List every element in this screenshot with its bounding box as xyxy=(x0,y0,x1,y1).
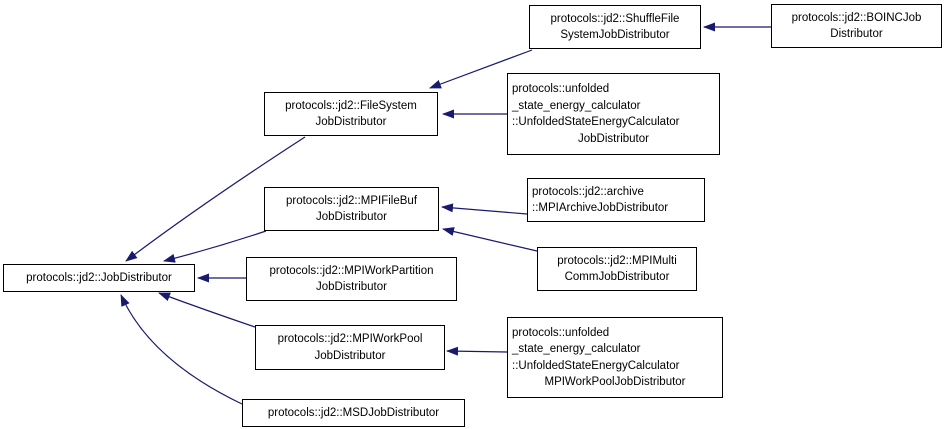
node-label-line: _state_energy_calculator xyxy=(512,343,641,355)
node-label-line: protocols::jd2::MSDJobDistributor xyxy=(267,406,440,419)
edge-mpi-file-buf-to-job-distributor xyxy=(163,230,267,263)
edge-mpi-work-pool-to-job-distributor xyxy=(158,292,256,328)
node-label-line: protocols::jd2::BOINCJob xyxy=(791,11,922,24)
node-label-line: protocols::jd2::FileSystem xyxy=(285,99,417,112)
node-unfolded-state-energy-calculator-job-distributor[interactable]: protocols::unfolded _state_energy_calcul… xyxy=(507,73,720,155)
edge-shuffle-file-system-to-file-system xyxy=(429,49,533,89)
edge-msd-to-job-distributor xyxy=(120,294,243,405)
node-label-line: ::UnfoldedStateEnergyCalculator xyxy=(512,359,680,372)
node-label-line: protocols::jd2::JobDistributor xyxy=(26,271,172,284)
node-mpi-work-pool-job-distributor[interactable]: protocols::jd2::MPIWorkPool JobDistribut… xyxy=(255,325,445,370)
node-label-line: protocols::jd2::archive xyxy=(532,185,644,198)
node-label-line: CommJobDistributor xyxy=(564,271,670,283)
node-mpi-work-partition-job-distributor[interactable]: protocols::jd2::MPIWorkPartition JobDist… xyxy=(246,257,457,301)
node-unfolded-state-energy-calculator-mpi-work-pool-job-distributor[interactable]: protocols::unfolded _state_energy_calcul… xyxy=(507,317,723,398)
node-mpi-file-buf-job-distributor[interactable]: protocols::jd2::MPIFileBuf JobDistributo… xyxy=(264,187,439,231)
node-label-line: JobDistributor xyxy=(578,132,649,145)
node-label-line: protocols::unfolded xyxy=(512,83,610,95)
node-label-line: protocols::jd2::MPIWorkPartition xyxy=(269,264,434,277)
node-label-line: JobDistributor xyxy=(316,211,387,223)
node-job-distributor[interactable]: protocols::jd2::JobDistributor xyxy=(3,264,195,292)
node-label-line: protocols::jd2::MPIWorkPool xyxy=(277,333,423,345)
node-label-line: protocols::jd2::MPIMulti xyxy=(557,254,677,267)
node-label-line: Distributor xyxy=(830,28,883,40)
node-label-line: ::UnfoldedStateEnergyCalculator xyxy=(512,116,680,128)
node-mpi-archive-job-distributor[interactable]: protocols::jd2::archive ::MPIArchiveJobD… xyxy=(527,178,705,222)
node-shuffle-file-system-job-distributor[interactable]: protocols::jd2::ShuffleFile SystemJobDis… xyxy=(529,5,701,49)
node-label-line: JobDistributor xyxy=(316,281,387,293)
edge-file-system-to-job-distributor xyxy=(125,136,306,262)
node-label-line: protocols::jd2::MPIFileBuf xyxy=(285,194,418,207)
node-label-line: ::MPIArchiveJobDistributor xyxy=(532,202,669,214)
node-label-line: MPIWorkPoolJobDistributor xyxy=(544,376,686,388)
node-label-line: JobDistributor xyxy=(314,349,386,362)
node-msd-job-distributor[interactable]: protocols::jd2::MSDJobDistributor xyxy=(242,399,465,427)
edge-mpi-multi-comm-to-mpi-file-buf xyxy=(442,227,538,252)
edge-unfolded-state-mpi-to-mpi-work-pool xyxy=(446,346,508,356)
node-label-line: protocols::jd2::ShuffleFile xyxy=(550,12,680,25)
node-label-line: protocols::unfolded xyxy=(512,326,610,339)
node-file-system-job-distributor[interactable]: protocols::jd2::FileSystem JobDistributo… xyxy=(264,92,438,136)
node-label-line: JobDistributor xyxy=(315,116,387,128)
node-mpi-multi-comm-job-distributor[interactable]: protocols::jd2::MPIMulti CommJobDistribu… xyxy=(537,247,697,291)
node-label-line: SystemJobDistributor xyxy=(560,29,670,41)
node-label-line: _state_energy_calculator xyxy=(512,99,641,112)
edge-archive-to-mpi-file-buf xyxy=(441,203,528,215)
node-boinc-job-distributor[interactable]: protocols::jd2::BOINCJob Distributor xyxy=(771,4,942,48)
